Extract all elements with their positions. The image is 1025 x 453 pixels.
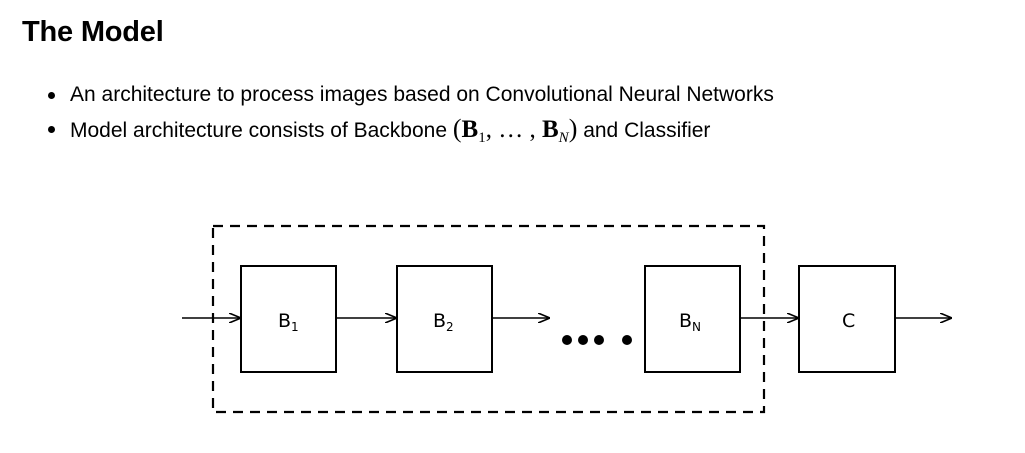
block-bn [644, 265, 741, 373]
block-b2-label: B2 [433, 310, 454, 334]
backbone-group-border [211, 224, 766, 414]
block-c [798, 265, 896, 373]
bullet-icon [48, 126, 55, 133]
bullet-list: An architecture to process images based … [46, 78, 774, 155]
block-b2 [396, 265, 493, 373]
bullet-icon [48, 92, 55, 99]
bullet-text-after: and Classifier [577, 119, 711, 142]
ellipsis-dots [562, 335, 632, 345]
block-c-label: C [842, 310, 855, 332]
block-b1 [240, 265, 337, 373]
bullet-text: An architecture to process images based … [70, 83, 774, 106]
slide-title: The Model [22, 16, 164, 48]
block-b1-label: B1 [278, 310, 299, 334]
bullet-text-before: Model architecture consists of Backbone [70, 119, 453, 142]
bullet-item: Model architecture consists of Backbone … [46, 112, 774, 155]
bullet-item: An architecture to process images based … [46, 78, 774, 112]
backbone-math-expression: (B1, … , BN) [452, 114, 578, 146]
block-bn-label: BN [679, 310, 701, 334]
